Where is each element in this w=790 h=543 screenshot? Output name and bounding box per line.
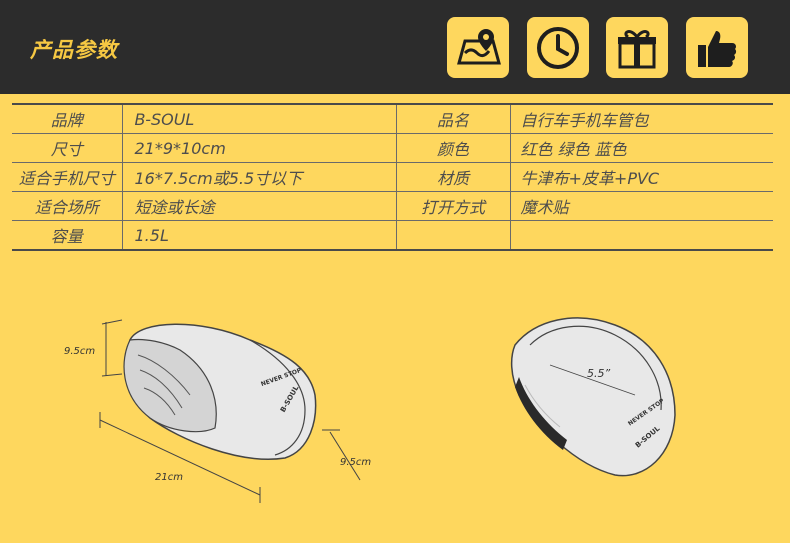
spec-key: 品牌: [12, 104, 122, 134]
table-row: 尺寸 21*9*10cm 颜色 红色 绿色 蓝色: [12, 133, 773, 163]
bag-top-illustration: [510, 317, 676, 477]
spec-key: 容量: [12, 220, 122, 251]
spec-value: 魔术贴: [509, 191, 773, 221]
header-bar: 产品参数: [0, 0, 790, 94]
thumbs-up-icon: [686, 17, 748, 78]
spec-key: 适合手机尺寸: [12, 162, 122, 192]
table-row: 适合场所 短途或长途 打开方式 魔术贴: [12, 191, 773, 221]
spec-value: 短途或长途: [121, 191, 396, 221]
spec-value: 21*9*10cm: [121, 133, 396, 163]
spec-value: 自行车手机车管包: [509, 104, 773, 134]
screen-size-label: 5.5”: [587, 367, 611, 380]
spec-table: 品牌 B-SOUL 品名 自行车手机车管包 尺寸 21*9*10cm 颜色 红色…: [12, 103, 773, 251]
page-title: 产品参数: [30, 38, 118, 62]
table-row: 容量 1.5L: [12, 220, 773, 251]
spec-key: 材质: [395, 162, 510, 192]
spec-value: 红色 绿色 蓝色: [509, 133, 773, 163]
bag-side-illustration: [99, 319, 361, 503]
spec-key: 颜色: [395, 133, 510, 163]
height-dimension-label: 9.5cm: [64, 346, 96, 357]
bag-dimension-drawing: 9.5cm 21cm 9.5cm NEVER STOP B-SOUL: [60, 300, 390, 520]
length-dimension-label: 21cm: [155, 472, 183, 483]
clock-icon: [527, 17, 589, 78]
spec-value: 牛津布+皮革+PVC: [509, 162, 773, 192]
spec-value: B-SOUL: [121, 104, 396, 134]
spec-key: 尺寸: [12, 133, 122, 163]
spec-key: [395, 220, 510, 251]
spec-key: 品名: [395, 104, 510, 134]
bag-screen-drawing: 5.5” NEVER STOP B-SOUL: [505, 305, 685, 485]
gift-icon: [606, 17, 668, 78]
map-route-icon: [447, 17, 509, 78]
spec-value: 1.5L: [121, 220, 396, 251]
spec-value: [509, 220, 773, 251]
spec-value: 16*7.5cm或5.5寸以下: [121, 162, 396, 192]
table-row: 适合手机尺寸 16*7.5cm或5.5寸以下 材质 牛津布+皮革+PVC: [12, 162, 773, 192]
table-row: 品牌 B-SOUL 品名 自行车手机车管包: [12, 104, 773, 134]
spec-key: 打开方式: [395, 191, 510, 221]
spec-key: 适合场所: [12, 191, 122, 221]
width-dimension-label: 9.5cm: [340, 457, 372, 468]
